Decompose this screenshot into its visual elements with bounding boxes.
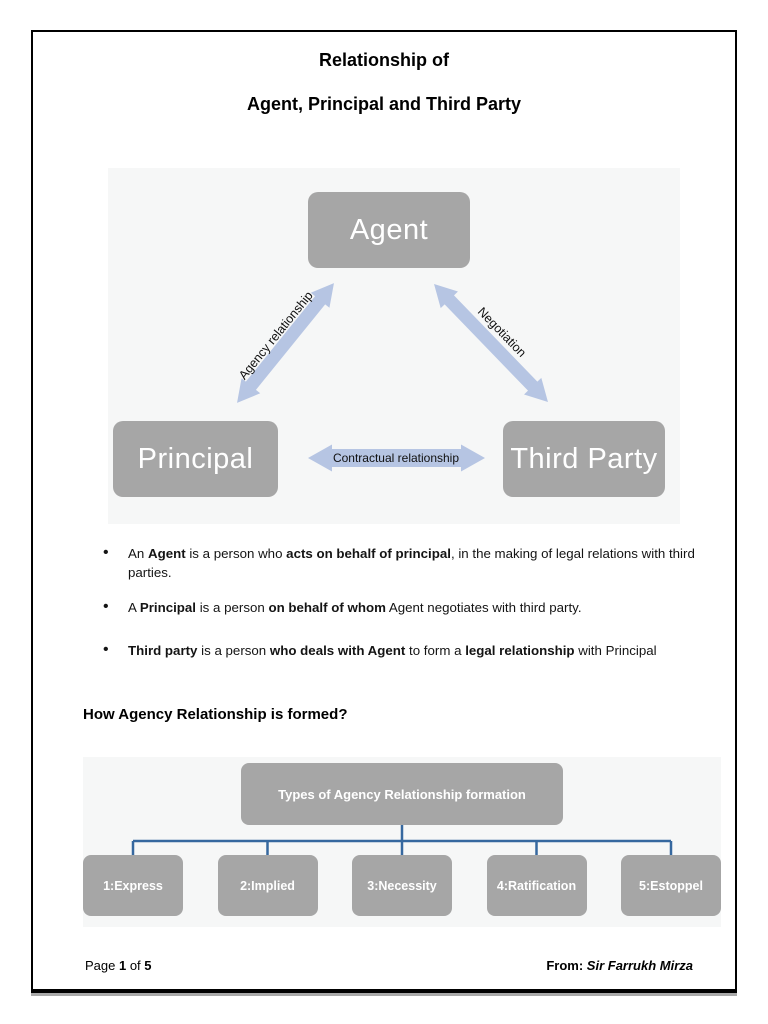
flowchart-node-estoppel: 5:Estoppel — [621, 855, 721, 916]
flowchart-node-ratification: 4:Ratification — [486, 855, 587, 916]
triangle-diagram-arrows: Agency relationship Negotiation Contract… — [236, 283, 548, 472]
text-run: is a person — [197, 643, 270, 658]
agent-node-label: Agent — [349, 213, 429, 246]
text-run-bold: who deals with Agent — [269, 643, 406, 658]
definition-item-agent: An Agent is a person who acts on behalf … — [100, 543, 700, 582]
third-party-node-label: Third Party — [510, 442, 658, 475]
text-run-bold: Third party — [128, 643, 198, 658]
agency-arrow — [237, 283, 334, 403]
triangle-diagram-canvas: Agency relationship Negotiation Contract… — [108, 168, 680, 524]
flowchart-children-row: 1:Express 2:Implied 3:Necessity 4:Ratifi… — [83, 855, 721, 916]
text-run-bold: legal relationship — [465, 643, 575, 658]
flowchart-root-label: Types of Agency Relationship formation — [278, 786, 526, 802]
text-run: A — [128, 600, 140, 615]
negotiation-arrow — [434, 284, 548, 402]
text-run-bold: Agent — [147, 546, 186, 561]
text-run-bold: on behalf of whom — [268, 600, 386, 615]
document-title-line1: Relationship of — [319, 50, 449, 70]
footer-author-info: From: Sir Farrukh Mirza — [546, 958, 693, 973]
text-run: to form a — [405, 643, 466, 658]
text-run-bold: Principal — [139, 600, 197, 615]
text-run: , in the making of legal relations with … — [128, 546, 695, 580]
footer-page-word: Page — [85, 958, 119, 973]
text-run: is a person who — [185, 546, 287, 561]
flowchart-canvas: Types of Agency Relationship formation 1… — [83, 757, 721, 927]
contractual-arrow-label: Contractual relationship — [333, 451, 459, 465]
footer-page-info: Page 1 of 5 — [85, 958, 152, 973]
agency-arrow-label: Agency relationship — [236, 289, 316, 383]
footer-author-name: Sir Farrukh Mirza — [586, 958, 693, 973]
flowchart-node-necessity: 3:Necessity — [352, 855, 452, 916]
flowchart-node-express: 1:Express — [83, 855, 183, 916]
footer-page-total: 5 — [144, 958, 152, 973]
definition-item-principal: A Principal is a person on behalf of who… — [100, 597, 700, 617]
footer-of-word: of — [126, 958, 145, 973]
definitions-list: An Agent is a person who acts on behalf … — [100, 543, 700, 660]
flowchart-connectors — [131, 825, 673, 855]
document-title-line2: Agent, Principal and Third Party — [246, 94, 522, 114]
flowchart-root-node: Types of Agency Relationship formation — [241, 763, 563, 825]
text-run: with Principal — [574, 643, 657, 658]
principal-node: Principal — [113, 421, 278, 497]
text-run: An — [128, 546, 148, 561]
text-run-bold: acts on behalf of principal — [286, 546, 451, 561]
flowchart-node-implied: 2:Implied — [217, 855, 318, 916]
agent-node: Agent — [308, 192, 470, 268]
section-heading: How Agency Relationship is formed? — [83, 706, 348, 723]
third-party-node: Third Party — [503, 421, 665, 497]
text-run: is a person — [196, 600, 269, 615]
contractual-arrow — [308, 444, 485, 472]
footer-page-number: 1 — [118, 958, 127, 973]
principal-node-label: Principal — [137, 442, 254, 475]
text-run: Agent negotiates with third party. — [385, 600, 582, 615]
footer-from-label: From: — [546, 958, 587, 973]
definition-item-third-party: Third party is a person who deals with A… — [100, 640, 700, 660]
